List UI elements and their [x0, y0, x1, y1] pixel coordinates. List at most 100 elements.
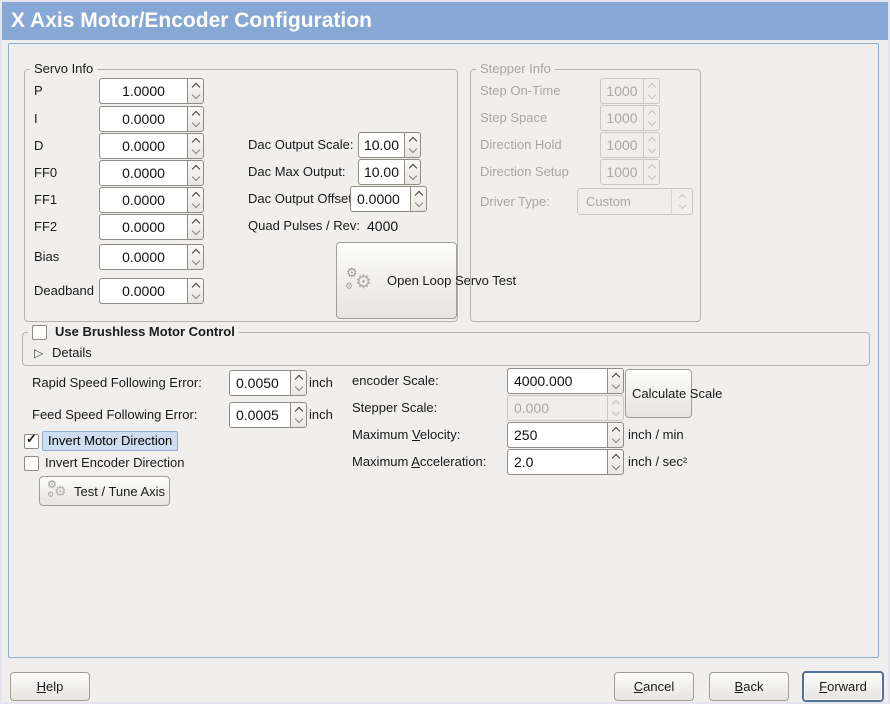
calculate-scale-button[interactable]: Calculate Scale	[625, 369, 722, 418]
dac-output-scale-input[interactable]: 10.00	[358, 132, 404, 158]
ff2-spinner-buttons[interactable]	[187, 214, 204, 240]
dac-max-spinner-buttons[interactable]	[404, 159, 421, 185]
dac-scale-spinner-buttons[interactable]	[404, 132, 421, 158]
direction-setup-label: Direction Setup	[480, 164, 569, 179]
dac-max-output-input[interactable]: 10.00	[358, 159, 404, 185]
dac-output-offset-spinbox[interactable]: 0.0000	[350, 186, 427, 212]
dac-output-offset-input[interactable]: 0.0000	[350, 186, 410, 212]
ff2-input[interactable]: 0.0000	[99, 214, 187, 240]
chevron-down-icon	[611, 408, 620, 417]
i-label: I	[34, 111, 38, 126]
rapid-following-error-input[interactable]: 0.0050	[229, 370, 290, 396]
chevron-down-icon	[408, 145, 417, 154]
deadband-label: Deadband	[34, 283, 94, 298]
help-button[interactable]: Help	[10, 672, 90, 701]
cancel-button[interactable]: Cancel	[614, 672, 694, 701]
use-brushless-checkbox[interactable]	[32, 324, 47, 340]
step-space-label: Step Space	[480, 110, 548, 125]
feed-unit-label: inch	[309, 407, 333, 422]
chevron-down-icon	[294, 415, 303, 424]
ff0-spinbox[interactable]: 0.0000	[99, 160, 204, 186]
max-velocity-spinbox[interactable]: 250	[507, 422, 624, 448]
dac-offset-spinner-buttons[interactable]	[410, 186, 427, 212]
d-input[interactable]: 0.0000	[99, 133, 187, 159]
chevron-down-icon	[647, 172, 656, 181]
use-brushless-label[interactable]: Use Brushless Motor Control	[55, 324, 235, 339]
feed-following-error-spinbox[interactable]: 0.0005	[229, 402, 307, 428]
deadband-input[interactable]: 0.0000	[99, 278, 187, 304]
details-expander[interactable]: ▷ Details	[32, 344, 152, 362]
chevron-down-icon	[191, 146, 200, 155]
open-loop-servo-test-button[interactable]: ⚙ ⚙ ⚙ Open Loop Servo Test	[336, 242, 517, 319]
driver-type-dropdown: Custom	[577, 188, 693, 215]
gears-icon: ⚙ ⚙ ⚙	[345, 264, 373, 293]
max-velocity-input[interactable]: 250	[507, 422, 607, 448]
brushless-frame	[22, 332, 870, 366]
step-on-time-spinner-buttons	[643, 78, 660, 104]
max-acceleration-spinner-buttons[interactable]	[607, 449, 624, 475]
ff1-input[interactable]: 0.0000	[99, 187, 187, 213]
invert-encoder-checkbox[interactable]	[24, 456, 39, 471]
bias-spinbox[interactable]: 0.0000	[99, 244, 204, 270]
dac-output-scale-spinbox[interactable]: 10.00	[358, 132, 421, 158]
deadband-spinbox[interactable]: 0.0000	[99, 278, 204, 304]
rapid-following-error-spinbox[interactable]: 0.0050	[229, 370, 307, 396]
driver-type-value: Custom	[586, 194, 631, 209]
deadband-spinner-buttons[interactable]	[187, 278, 204, 304]
ff0-spinner-buttons[interactable]	[187, 160, 204, 186]
ff1-spinbox[interactable]: 0.0000	[99, 187, 204, 213]
p-input[interactable]: 1.0000	[99, 78, 187, 104]
p-spinbox[interactable]: 1.0000	[99, 78, 204, 104]
invert-motor-label[interactable]: Invert Motor Direction	[42, 431, 179, 451]
dac-max-output-spinbox[interactable]: 10.00	[358, 159, 421, 185]
chevron-down-icon	[611, 462, 620, 471]
d-spinbox[interactable]: 0.0000	[99, 133, 204, 159]
ff0-input[interactable]: 0.0000	[99, 160, 187, 186]
encoder-scale-spinner-buttons[interactable]	[607, 368, 624, 394]
ff1-spinner-buttons[interactable]	[187, 187, 204, 213]
d-spinner-buttons[interactable]	[187, 133, 204, 159]
rapid-spinner-buttons[interactable]	[290, 370, 307, 396]
bias-spinner-buttons[interactable]	[187, 244, 204, 270]
max-acceleration-input[interactable]: 2.0	[507, 449, 607, 475]
open-loop-servo-test-label: Open Loop Servo Test	[387, 273, 517, 288]
i-input[interactable]: 0.0000	[99, 106, 187, 132]
feed-spinner-buttons[interactable]	[290, 402, 307, 428]
chevron-down-icon	[414, 199, 423, 208]
p-label: P	[34, 83, 43, 98]
stepper-scale-spinbox: 0.000	[507, 395, 624, 421]
max-acceleration-spinbox[interactable]: 2.0	[507, 449, 624, 475]
feed-following-error-input[interactable]: 0.0005	[229, 402, 290, 428]
direction-hold-input: 1000	[600, 132, 643, 158]
max-acceleration-label: Maximum Acceleration:	[352, 454, 487, 469]
step-space-spinbox: 1000	[600, 105, 660, 131]
chevron-down-icon	[191, 291, 200, 300]
test-tune-axis-label: Test / Tune Axis	[74, 483, 166, 499]
back-button[interactable]: Back	[709, 672, 789, 701]
i-spinbox[interactable]: 0.0000	[99, 106, 204, 132]
encoder-scale-spinbox[interactable]: 4000.000	[507, 368, 624, 394]
chevron-down-icon	[294, 383, 303, 392]
stepper-info-legend: Stepper Info	[476, 61, 555, 77]
direction-hold-spinner-buttons	[643, 132, 660, 158]
direction-hold-label: Direction Hold	[480, 137, 562, 152]
ff2-spinbox[interactable]: 0.0000	[99, 214, 204, 240]
forward-button-label: Forward	[819, 679, 867, 694]
test-tune-axis-button[interactable]: ⚙ ⚙ ⚙ Test / Tune Axis	[39, 476, 170, 506]
i-spinner-buttons[interactable]	[187, 106, 204, 132]
stepper-info-frame	[470, 69, 701, 322]
chevron-down-icon	[191, 91, 200, 100]
p-spinner-buttons[interactable]	[187, 78, 204, 104]
chevron-down-icon	[611, 435, 620, 444]
chevron-down-icon	[647, 145, 656, 154]
details-label: Details	[52, 345, 92, 360]
stepper-scale-spinner-buttons	[607, 395, 624, 421]
max-velocity-spinner-buttons[interactable]	[607, 422, 624, 448]
encoder-scale-input[interactable]: 4000.000	[507, 368, 607, 394]
chevron-down-icon	[408, 172, 417, 181]
invert-encoder-label[interactable]: Invert Encoder Direction	[45, 455, 185, 470]
forward-button[interactable]: Forward	[802, 671, 884, 702]
invert-motor-checkbox[interactable]: ✓	[24, 431, 39, 449]
bias-input[interactable]: 0.0000	[99, 244, 187, 270]
